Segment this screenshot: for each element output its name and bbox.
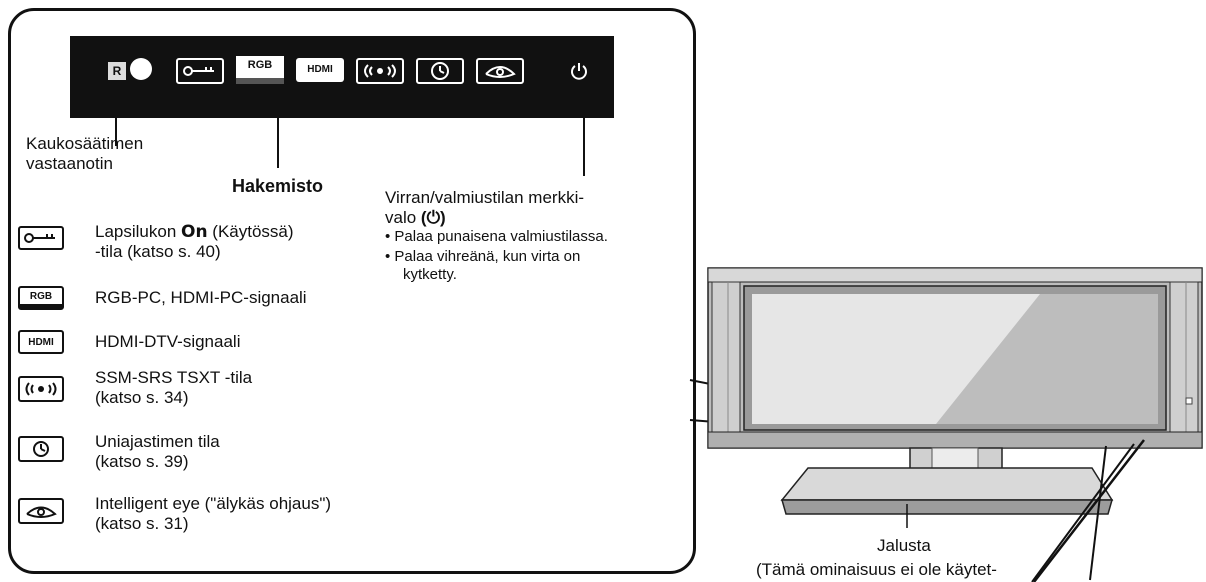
strip-ssm-icon — [356, 58, 404, 84]
strip-eye-icon — [476, 58, 524, 84]
power-indicator-title: Virran/valmiustilan merkki- valo (⏻) — [385, 188, 585, 227]
index-item-clock: Uniajastimen tila (katso s. 39) — [95, 432, 220, 471]
strip-hdmi-icon: HDMI — [296, 58, 344, 82]
front-panel-strip: R RGB HDMI — [70, 36, 614, 118]
leader-power — [583, 118, 585, 176]
eye-icon — [18, 498, 64, 524]
leader-index — [277, 118, 279, 168]
lock-icon — [18, 226, 64, 250]
power-bullet-2: • Palaa vihreänä, kun virta on kytketty. — [385, 248, 581, 283]
stand-note: (Tämä ominaisuus ei ole käytet- — [756, 560, 997, 579]
strip-lock-icon — [176, 58, 224, 84]
strip-rgb-icon: RGB — [236, 56, 284, 84]
remote-receiver-label: Kaukosäätimen vastaanotin — [26, 134, 144, 173]
index-item-eye: Intelligent eye ("älykäs ohjaus") (katso… — [95, 494, 332, 533]
power-bullet-1: • Palaa punaisena valmiustilassa. — [385, 228, 608, 245]
rgb-icon: RGB — [18, 286, 64, 310]
clock-icon — [18, 436, 64, 462]
remote-sensor-r-icon: R — [108, 62, 126, 80]
index-item-lock: Lapsilukon On (Käytössä) -tila (katso s.… — [95, 222, 294, 261]
ssm-icon — [18, 376, 64, 402]
power-indicator-icon — [568, 60, 590, 87]
index-item-ssm: SSM-SRS TSXT -tila (katso s. 34) — [95, 368, 253, 407]
strip-clock-icon — [416, 58, 464, 84]
leader-remote — [115, 118, 117, 146]
index-title: Hakemisto — [232, 176, 324, 196]
index-item-hdmi: HDMI-DTV-signaali — [95, 332, 241, 351]
remote-sensor-circle — [130, 58, 152, 80]
index-item-rgb: RGB-PC, HDMI-PC-signaali — [95, 288, 307, 307]
hdmi-icon: HDMI — [18, 330, 64, 354]
stand-label: Jalusta — [877, 536, 931, 555]
